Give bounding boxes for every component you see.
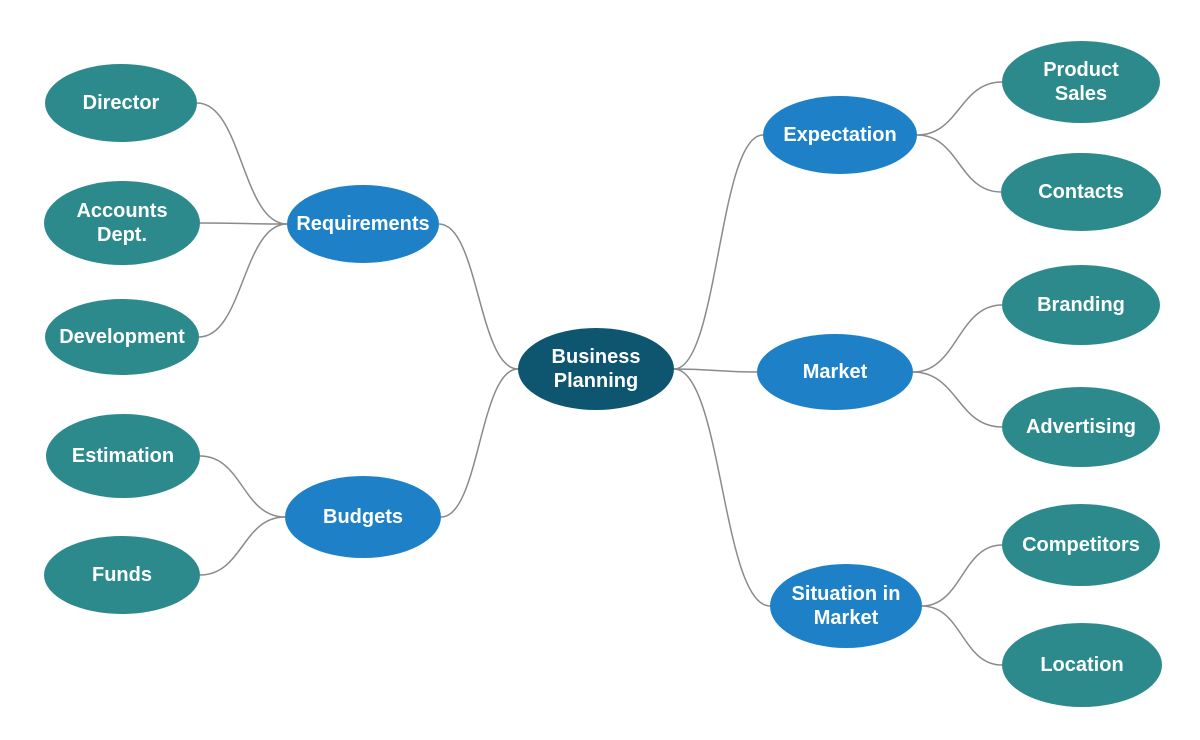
node-expectation[interactable]: Expectation: [763, 96, 917, 174]
edge-business-planning-to-requirements: [438, 223, 519, 370]
edge-budgets-to-estimation: [199, 455, 286, 518]
edge-business-planning-to-expectation: [673, 134, 764, 370]
edge-market-to-branding: [912, 304, 1003, 373]
node-advertising[interactable]: Advertising: [1002, 387, 1160, 467]
node-branding[interactable]: Branding: [1002, 265, 1160, 345]
node-location[interactable]: Location: [1002, 623, 1162, 707]
edge-business-planning-to-situation-in-market: [673, 368, 771, 607]
edge-business-planning-to-budgets: [440, 368, 519, 518]
node-competitors[interactable]: Competitors: [1002, 504, 1160, 586]
edge-market-to-advertising: [912, 371, 1003, 428]
node-budgets[interactable]: Budgets: [285, 476, 441, 558]
node-situation-in-market[interactable]: Situation in Market: [770, 564, 922, 648]
node-contacts[interactable]: Contacts: [1001, 153, 1161, 231]
node-development[interactable]: Development: [45, 299, 199, 375]
node-director[interactable]: Director: [45, 64, 197, 142]
node-business-planning[interactable]: Business Planning: [518, 328, 674, 410]
edge-budgets-to-funds: [199, 516, 286, 576]
node-estimation[interactable]: Estimation: [46, 414, 200, 498]
edge-business-planning-to-market: [673, 368, 758, 373]
edge-situation-in-market-to-competitors: [921, 544, 1003, 607]
node-funds[interactable]: Funds: [44, 536, 200, 614]
node-product-sales[interactable]: Product Sales: [1002, 41, 1160, 123]
edge-requirements-to-development: [198, 223, 288, 338]
node-accounts-dept[interactable]: Accounts Dept.: [44, 181, 200, 265]
edge-expectation-to-contacts: [916, 134, 1002, 193]
edge-requirements-to-director: [196, 102, 288, 225]
node-market[interactable]: Market: [757, 334, 913, 410]
edge-expectation-to-product-sales: [916, 81, 1003, 136]
edge-requirements-to-accounts-dept: [199, 222, 288, 225]
edge-situation-in-market-to-location: [921, 605, 1003, 666]
node-requirements[interactable]: Requirements: [287, 185, 439, 263]
